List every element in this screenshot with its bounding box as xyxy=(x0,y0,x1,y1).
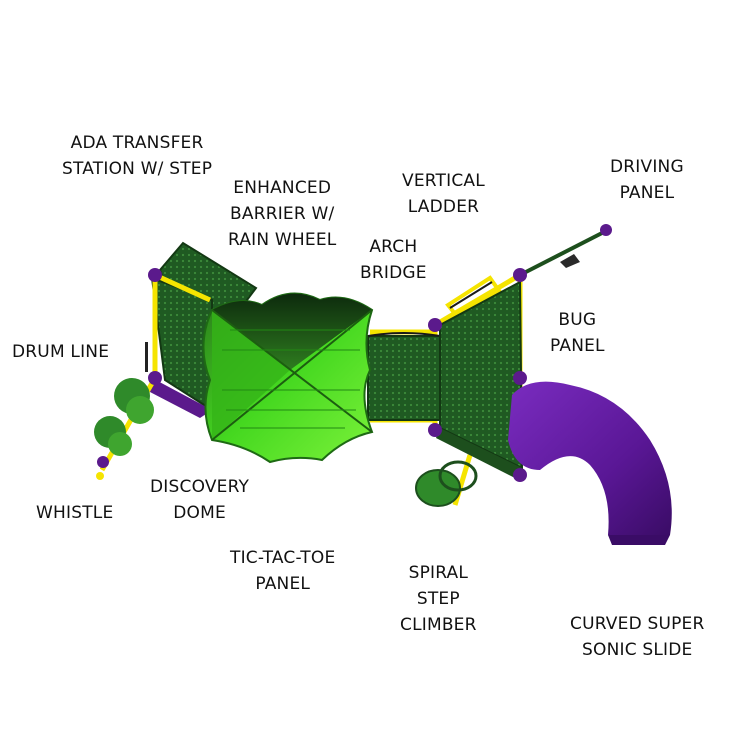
post-caps xyxy=(148,268,527,482)
label-drum-line: DRUM LINE xyxy=(12,342,110,362)
drum-line-part xyxy=(94,342,154,480)
discovery-dome-part xyxy=(202,292,374,464)
curved-slide-part xyxy=(508,381,672,545)
bug-panel-part xyxy=(436,280,524,478)
spiral-step-climber-part xyxy=(415,460,478,507)
driving-panel-part xyxy=(519,224,612,277)
label-whistle: WHISTLE xyxy=(36,503,114,523)
arch-bridge-part xyxy=(367,332,441,421)
